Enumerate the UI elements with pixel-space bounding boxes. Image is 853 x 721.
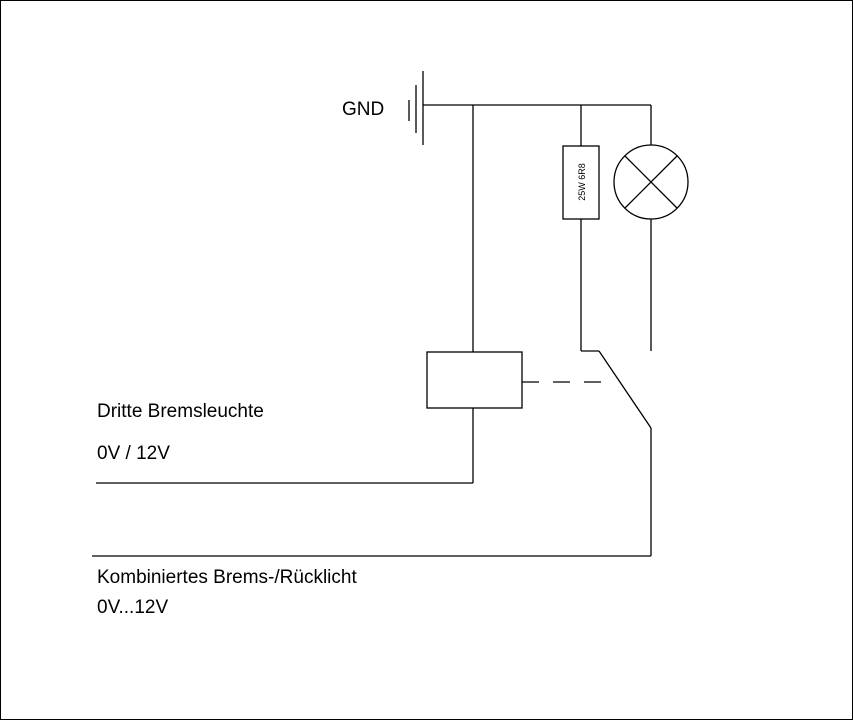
gnd-label: GND: [342, 99, 385, 120]
third-brake-light-label: Dritte Bremsleuchte: [97, 401, 264, 422]
third-brake-light-voltage-label: 0V / 12V: [97, 443, 170, 464]
combined-light-label: Kombiniertes Brems-/Rücklicht: [97, 567, 357, 588]
relay-switch-symbol: [581, 350, 652, 429]
combined-light-voltage-label: 0V...12V: [97, 597, 169, 618]
lamp-symbol: [613, 144, 689, 220]
resistor-label: 25W 6R8: [577, 163, 587, 201]
ground-symbol: [408, 71, 424, 145]
relay-coil-symbol: [426, 351, 523, 409]
